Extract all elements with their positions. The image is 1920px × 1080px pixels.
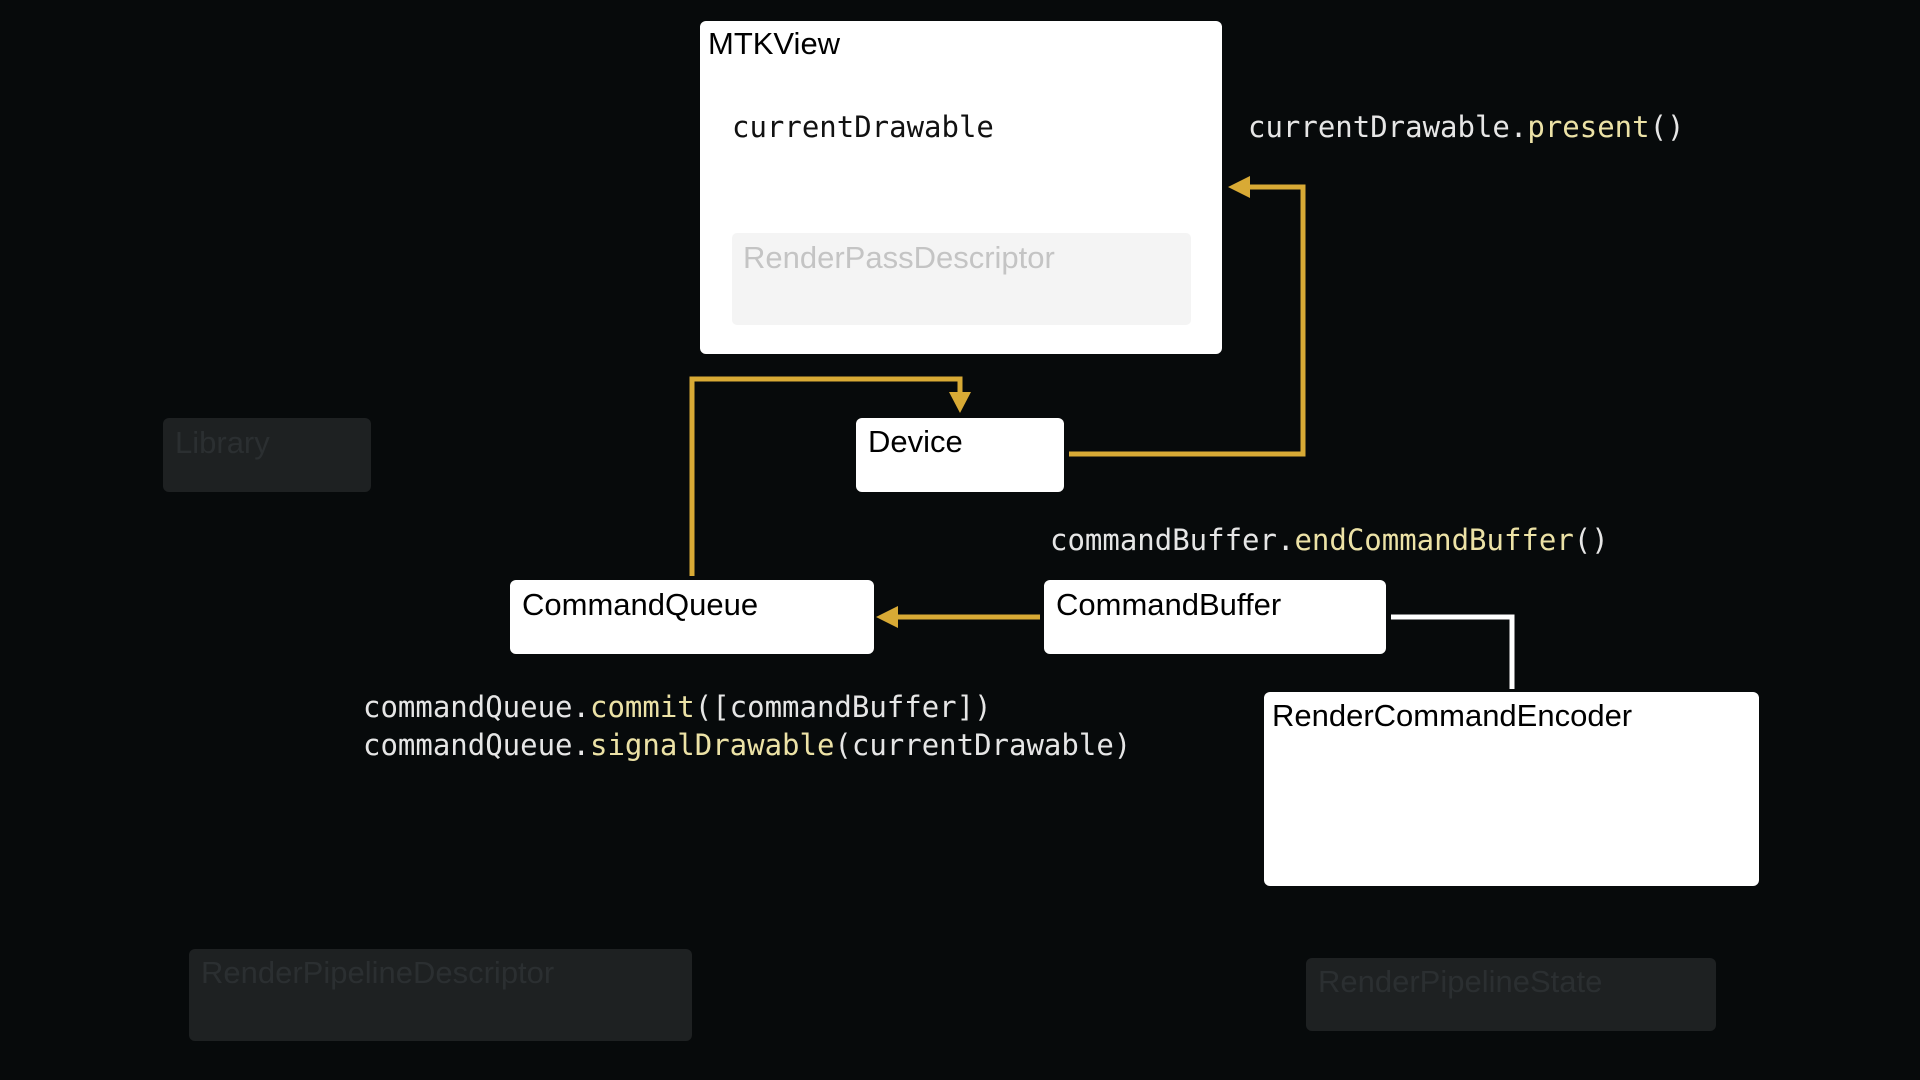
- present-arrow-line: [1069, 184, 1306, 457]
- end-command-buffer-code: commandBuffer.endCommandBuffer(): [1050, 526, 1609, 555]
- buffer-to-queue-arrowhead: [876, 606, 898, 628]
- commit-code-object: commandQueue.: [363, 690, 590, 724]
- command-buffer-box: [1044, 580, 1386, 654]
- commit-code-call: commit: [589, 690, 695, 724]
- present-code: currentDrawable.present(): [1248, 113, 1685, 142]
- current-drawable-label: currentDrawable: [732, 110, 994, 144]
- mtkview-title: MTKView: [708, 26, 841, 61]
- command-queue-box: [510, 580, 874, 654]
- device-label: Device: [868, 424, 963, 459]
- signal-drawable-code-args: (currentDrawable): [834, 728, 1132, 762]
- present-code-call: present: [1527, 110, 1650, 144]
- signal-drawable-code-call: signalDrawable: [589, 728, 835, 762]
- end-command-buffer-code-object: commandBuffer.: [1050, 523, 1295, 557]
- present-arrowhead: [1228, 176, 1250, 198]
- library-label: Library: [175, 425, 270, 460]
- command-buffer-label: CommandBuffer: [1056, 587, 1282, 622]
- render-pipeline-descriptor-box: [189, 949, 692, 1041]
- render-pipeline-state-box: [1306, 958, 1716, 1031]
- render-command-encoder-box: [1264, 692, 1759, 886]
- end-command-buffer-code-args: (): [1573, 523, 1609, 557]
- library-box: [163, 418, 371, 492]
- queue-to-device-line: [689, 376, 963, 576]
- render-pass-descriptor-label: RenderPassDescriptor: [743, 240, 1055, 275]
- present-code-args: (): [1649, 110, 1685, 144]
- render-pipeline-descriptor-label: RenderPipelineDescriptor: [201, 955, 555, 990]
- render-pass-descriptor-box: [732, 233, 1191, 325]
- buffer-encoder-link: [1391, 614, 1515, 689]
- signal-drawable-code-object: commandQueue.: [363, 728, 590, 762]
- commit-code: commandQueue.commit([commandBuffer]): [363, 693, 992, 722]
- commit-code-args: ([commandBuffer]): [694, 690, 992, 724]
- end-command-buffer-code-call: endCommandBuffer: [1294, 523, 1574, 557]
- render-pipeline-state-label: RenderPipelineState: [1318, 964, 1603, 999]
- device-box: [856, 418, 1064, 492]
- present-code-object: currentDrawable.: [1248, 110, 1528, 144]
- render-command-encoder-label: RenderCommandEncoder: [1272, 698, 1633, 733]
- command-queue-label: CommandQueue: [522, 587, 759, 622]
- signal-drawable-code: commandQueue.signalDrawable(currentDrawa…: [363, 731, 1131, 760]
- queue-to-device-arrowhead: [949, 392, 971, 413]
